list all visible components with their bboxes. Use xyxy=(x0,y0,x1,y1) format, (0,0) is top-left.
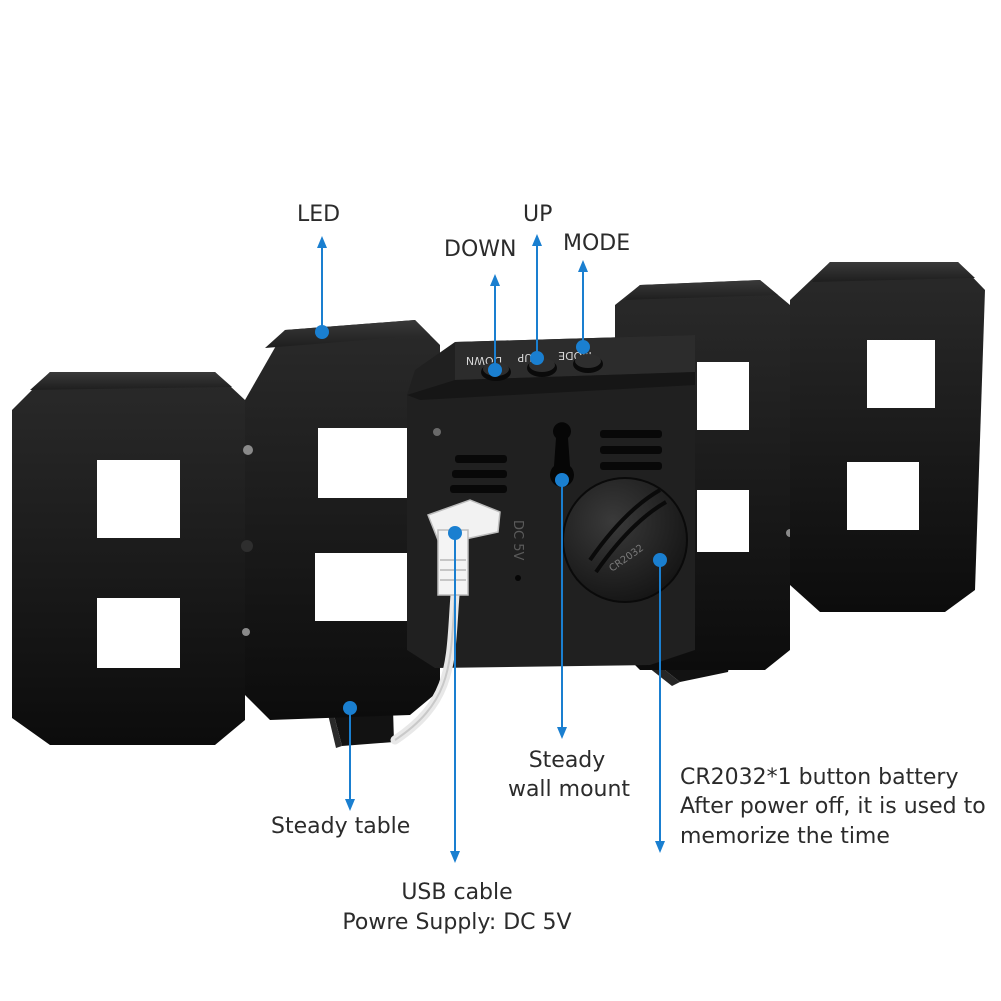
usb-cable xyxy=(390,499,501,745)
label-battery-note-1: After power off, it is used to xyxy=(680,794,986,819)
label-wall-mount: wall mount xyxy=(507,777,631,802)
label-up: UP xyxy=(523,202,553,227)
label-steady-table: Steady table xyxy=(271,814,411,839)
port-marking: DC 5V xyxy=(510,520,525,560)
label-mode: MODE xyxy=(563,231,631,256)
callout-arrow-up xyxy=(532,234,542,246)
up-marking: UP xyxy=(517,351,532,364)
label-steady: Steady xyxy=(528,748,606,773)
led-digit-left-2 xyxy=(241,320,440,720)
callout-arrow-usb xyxy=(450,851,460,863)
callout-arrow-table xyxy=(345,799,355,811)
callout-arrow-wall xyxy=(557,727,567,739)
label-down: DOWN xyxy=(444,237,517,262)
label-led: LED xyxy=(297,202,341,227)
led-digit-left-1 xyxy=(12,372,245,745)
led-digit-right-2 xyxy=(790,262,985,612)
callout-arrow-mode xyxy=(578,260,588,272)
callouts xyxy=(315,234,667,863)
mode-button xyxy=(573,354,603,373)
callout-arrow-led xyxy=(317,236,327,248)
callout-arrow-down xyxy=(490,274,500,286)
callout-arrow-battery xyxy=(655,841,665,853)
label-power-supply: Powre Supply: DC 5V xyxy=(342,910,572,935)
label-usb-cable: USB cable xyxy=(401,880,513,905)
control-box xyxy=(407,335,695,668)
label-battery: CR2032*1 button battery xyxy=(680,765,959,790)
label-battery-note-2: memorize the time xyxy=(680,824,890,849)
